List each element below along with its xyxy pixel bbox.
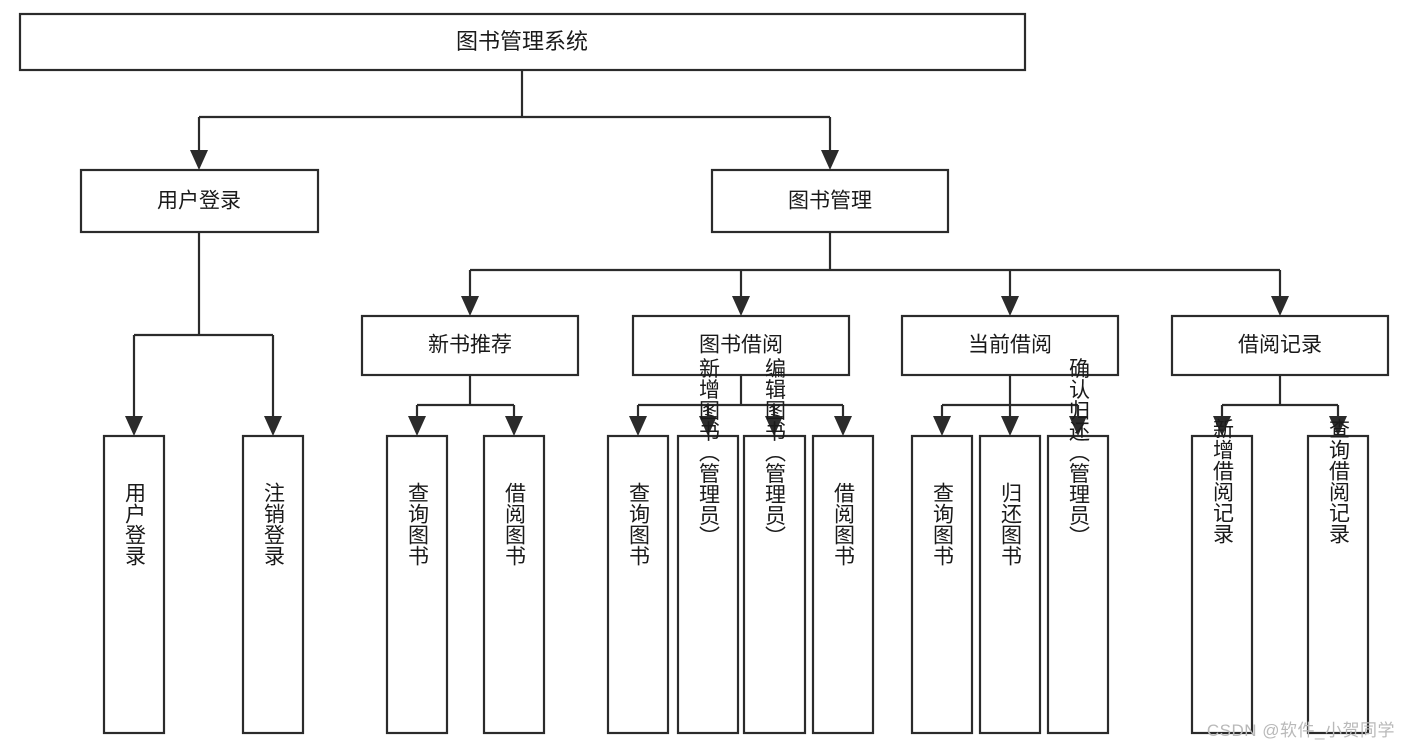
node-leaf-borrow-book-2[interactable]: 借阅图书: [811, 434, 875, 735]
node-book-borrow[interactable]: 图书借阅: [631, 314, 851, 377]
connector-new-book-rec-to-leaves: [408, 375, 523, 436]
node-user-login-label: 用户登录: [157, 190, 241, 213]
arrow-head-icon: [125, 416, 143, 436]
node-leaf-edit-book-box[interactable]: [742, 434, 807, 735]
node-leaf-borrow-book-1[interactable]: 借阅图书: [482, 434, 546, 735]
node-leaf-confirm-return[interactable]: 确认归还（管理员）: [1046, 358, 1110, 735]
node-book-mgmt-label: 图书管理: [788, 190, 872, 213]
connector-current-borrow-to-leaves: [933, 375, 1087, 436]
connector-root-to-level2: [190, 70, 839, 170]
arrow-head-icon: [190, 150, 208, 170]
arrow-head-icon: [933, 416, 951, 436]
connector-book-mgmt-to-level3: [461, 232, 1289, 316]
node-leaf-query-record[interactable]: 查询借阅记录: [1306, 418, 1370, 735]
connector-borrow-record-to-leaves: [1213, 375, 1347, 436]
arrow-head-icon: [834, 416, 852, 436]
node-leaf-return-book-box[interactable]: [978, 434, 1042, 735]
node-leaf-user-login[interactable]: 用户登录: [102, 434, 166, 735]
node-root-box[interactable]: [18, 12, 1027, 72]
node-leaf-query-book-2-box[interactable]: [606, 434, 670, 735]
node-leaf-user-login-label: 用户登录: [123, 482, 147, 566]
node-leaf-edit-book-label: 编辑图书（管理员）: [763, 358, 787, 547]
arrow-head-icon: [264, 416, 282, 436]
node-root[interactable]: 图书管理系统: [18, 12, 1027, 72]
node-new-book-rec[interactable]: 新书推荐: [360, 314, 580, 377]
node-leaf-query-book-3-label: 查询图书: [931, 482, 955, 566]
arrow-head-icon: [408, 416, 426, 436]
node-book-borrow-label: 图书借阅: [699, 334, 783, 357]
node-book-mgmt-box[interactable]: [710, 168, 950, 234]
node-leaf-return-book-label: 归还图书: [999, 482, 1023, 566]
node-book-borrow-box[interactable]: [631, 314, 851, 377]
node-current-borrow-label: 当前借阅: [968, 334, 1052, 357]
node-leaf-add-book[interactable]: 新增图书（管理员）: [676, 358, 740, 735]
node-leaf-add-book-label: 新增图书（管理员）: [697, 358, 721, 547]
node-leaf-borrow-book-1-box[interactable]: [482, 434, 546, 735]
node-leaf-confirm-return-box[interactable]: [1046, 434, 1110, 735]
node-leaf-query-book-1-label: 查询图书: [406, 482, 430, 566]
node-leaf-add-record[interactable]: 新增借阅记录: [1190, 418, 1254, 735]
arrow-head-icon: [1213, 416, 1231, 436]
node-leaf-borrow-book-1-label: 借阅图书: [503, 482, 527, 566]
node-leaf-query-record-box[interactable]: [1306, 434, 1370, 735]
arrow-head-icon: [732, 296, 750, 316]
node-root-label: 图书管理系统: [456, 29, 588, 54]
arrow-head-icon: [629, 416, 647, 436]
node-leaf-query-book-3[interactable]: 查询图书: [910, 434, 974, 735]
arrow-head-icon: [1329, 416, 1347, 436]
node-leaf-add-book-box[interactable]: [676, 434, 740, 735]
node-leaf-add-record-label: 新增借阅记录: [1211, 418, 1235, 544]
node-leaf-logout[interactable]: 注销登录: [241, 434, 305, 735]
node-leaf-query-book-3-box[interactable]: [910, 434, 974, 735]
node-book-mgmt[interactable]: 图书管理: [710, 168, 950, 234]
node-leaf-query-book-2-label: 查询图书: [627, 482, 651, 566]
arrow-head-icon: [1001, 416, 1019, 436]
node-leaf-borrow-book-2-box[interactable]: [811, 434, 875, 735]
node-leaf-query-book-1[interactable]: 查询图书: [385, 434, 449, 735]
node-leaf-logout-label: 注销登录: [262, 482, 286, 566]
node-borrow-record[interactable]: 借阅记录: [1170, 314, 1390, 377]
arrow-head-icon: [821, 150, 839, 170]
node-leaf-user-login-box[interactable]: [102, 434, 166, 735]
node-user-login[interactable]: 用户登录: [79, 168, 320, 234]
arrow-head-icon: [699, 416, 717, 436]
arrow-head-icon: [505, 416, 523, 436]
node-leaf-query-book-1-box[interactable]: [385, 434, 449, 735]
arrow-head-icon: [1001, 296, 1019, 316]
node-leaf-query-book-2[interactable]: 查询图书: [606, 434, 670, 735]
arrow-head-icon: [765, 416, 783, 436]
connector-book-borrow-to-leaves: [629, 375, 852, 436]
arrow-head-icon: [1069, 416, 1087, 436]
node-leaf-edit-book[interactable]: 编辑图书（管理员）: [742, 358, 807, 735]
arrow-head-icon: [461, 296, 479, 316]
node-new-book-rec-label: 新书推荐: [428, 334, 512, 357]
node-leaf-add-record-box[interactable]: [1190, 434, 1254, 735]
node-current-borrow[interactable]: 当前借阅: [900, 314, 1120, 377]
connector-user-login-to-leaves: [125, 232, 282, 436]
node-current-borrow-box[interactable]: [900, 314, 1120, 377]
node-leaf-query-record-label: 查询借阅记录: [1327, 418, 1351, 544]
node-borrow-record-label: 借阅记录: [1238, 334, 1322, 357]
node-borrow-record-box[interactable]: [1170, 314, 1390, 377]
node-leaf-logout-box[interactable]: [241, 434, 305, 735]
node-leaf-return-book[interactable]: 归还图书: [978, 434, 1042, 735]
node-leaf-borrow-book-2-label: 借阅图书: [832, 482, 856, 566]
arrow-head-icon: [1271, 296, 1289, 316]
node-new-book-rec-box[interactable]: [360, 314, 580, 377]
node-user-login-box[interactable]: [79, 168, 320, 234]
node-leaf-confirm-return-label: 确认归还（管理员）: [1067, 358, 1091, 547]
